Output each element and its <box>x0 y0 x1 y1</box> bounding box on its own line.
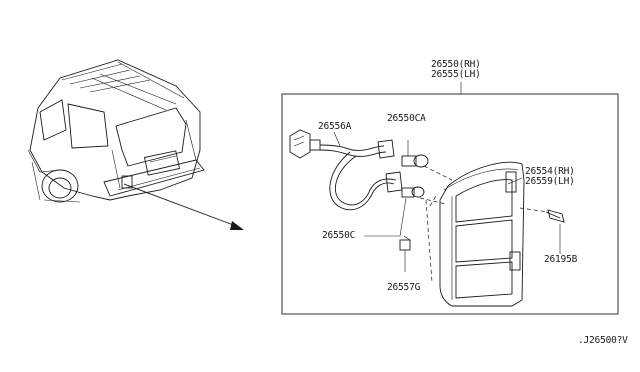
label-lamp-lh: 26559(LH) <box>525 176 575 187</box>
vehicle-illustration <box>27 59 205 203</box>
label-harness: 26556A <box>318 121 352 132</box>
leader-line <box>333 131 341 147</box>
wiring-harness <box>289 129 403 211</box>
alignment-guide <box>419 197 447 205</box>
label-assembly-lh: 26555(LH) <box>431 69 481 80</box>
label-assembly-rh: 26550(RH) <box>431 59 481 70</box>
alignment-guide <box>425 199 433 283</box>
clip <box>399 235 411 272</box>
alignment-guide <box>423 165 453 181</box>
leader-line <box>507 177 523 185</box>
label-lamp-rh: 26554(RH) <box>525 166 575 177</box>
label-bulb-c: 26550C <box>322 230 356 241</box>
screw <box>519 207 565 254</box>
alignment-guide <box>429 195 437 207</box>
rear-lamp <box>439 161 525 307</box>
assembly-frame <box>281 93 619 315</box>
label-screw: 26195B <box>544 254 578 265</box>
pointer-arrow <box>123 183 244 230</box>
label-clip: 26557G <box>387 282 421 293</box>
bulb-upper <box>401 140 429 168</box>
diagram-code: .J26500?V <box>578 335 628 346</box>
bulb-lower <box>364 186 425 237</box>
label-bulb-ca: 26550CA <box>387 113 426 124</box>
